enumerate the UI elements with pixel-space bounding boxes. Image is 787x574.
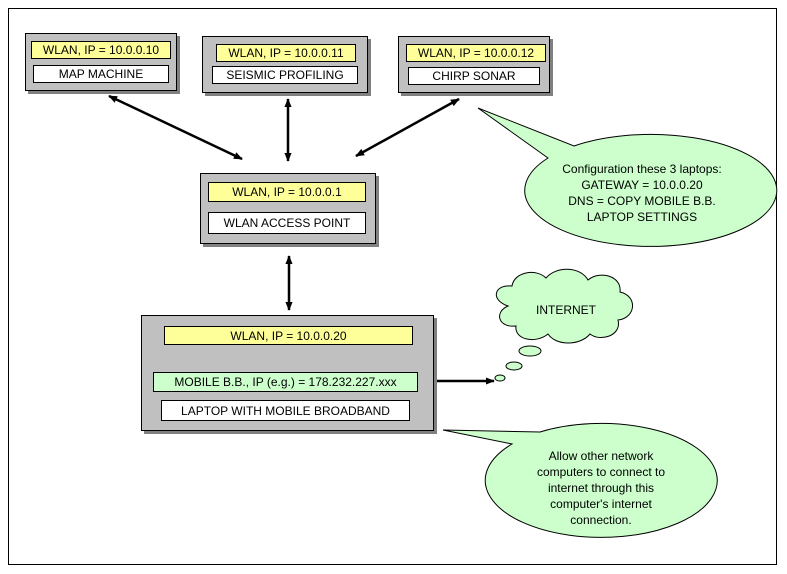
seismic-ip-label: WLAN, IP = 10.0.0.11 [216, 44, 356, 62]
access-point-ip-label: WLAN, IP = 10.0.0.1 [208, 182, 366, 202]
map-machine-node: WLAN, IP = 10.0.0.10 MAP MACHINE [25, 33, 177, 91]
config-callout-bubble [477, 107, 778, 247]
config-line-3: DNS = COPY MOBILE B.B. [568, 194, 716, 208]
sharing-line-2: computers to connect to [536, 465, 666, 479]
sharing-line-5: connection. [570, 513, 632, 527]
sharing-line-4: computer's internet [550, 497, 652, 511]
sharing-callout-text: Allow other network computers to connect… [495, 448, 707, 528]
laptop-broadband-ip-label: MOBILE B.B., IP (e.g.) = 178.232.227.xxx [153, 372, 418, 392]
arrow-map-machine-to-ap [108, 94, 243, 161]
laptop-name-label: LAPTOP WITH MOBILE BROADBAND [161, 400, 410, 421]
laptop-wlan-ip-label: WLAN, IP = 10.0.0.20 [164, 326, 413, 345]
chirp-sonar-node: WLAN, IP = 10.0.0.12 CHIRP SONAR [398, 36, 550, 93]
sharing-callout-bubble [442, 422, 718, 538]
chirp-ip-label: WLAN, IP = 10.0.0.12 [406, 44, 546, 62]
map-machine-name-label: MAP MACHINE [33, 65, 169, 83]
seismic-name-label: SEISMIC PROFILING [212, 66, 358, 84]
sharing-line-1: Allow other network [548, 449, 654, 463]
access-point-node: WLAN, IP = 10.0.0.1 WLAN ACCESS POINT [200, 173, 376, 244]
laptop-node: WLAN, IP = 10.0.0.20 MOBILE B.B., IP (e.… [141, 315, 434, 431]
arrow-chirp-to-ap [355, 97, 460, 158]
internet-label: INTERNET [536, 303, 596, 317]
config-line-2: GATEWAY = 10.0.0.20 [581, 178, 703, 192]
config-line-1: Configuration these 3 laptops: [562, 162, 722, 176]
seismic-profiling-node: WLAN, IP = 10.0.0.11 SEISMIC PROFILING [202, 36, 368, 93]
internet-cloud [494, 268, 633, 382]
access-point-name-label: WLAN ACCESS POINT [208, 212, 366, 234]
sharing-line-3: internet through this [547, 481, 655, 495]
map-machine-ip-label: WLAN, IP = 10.0.0.10 [31, 41, 171, 59]
config-callout-text: Configuration these 3 laptops: GATEWAY =… [521, 161, 763, 225]
config-line-4: LAPTOP SETTINGS [586, 210, 698, 224]
chirp-name-label: CHIRP SONAR [408, 67, 540, 85]
